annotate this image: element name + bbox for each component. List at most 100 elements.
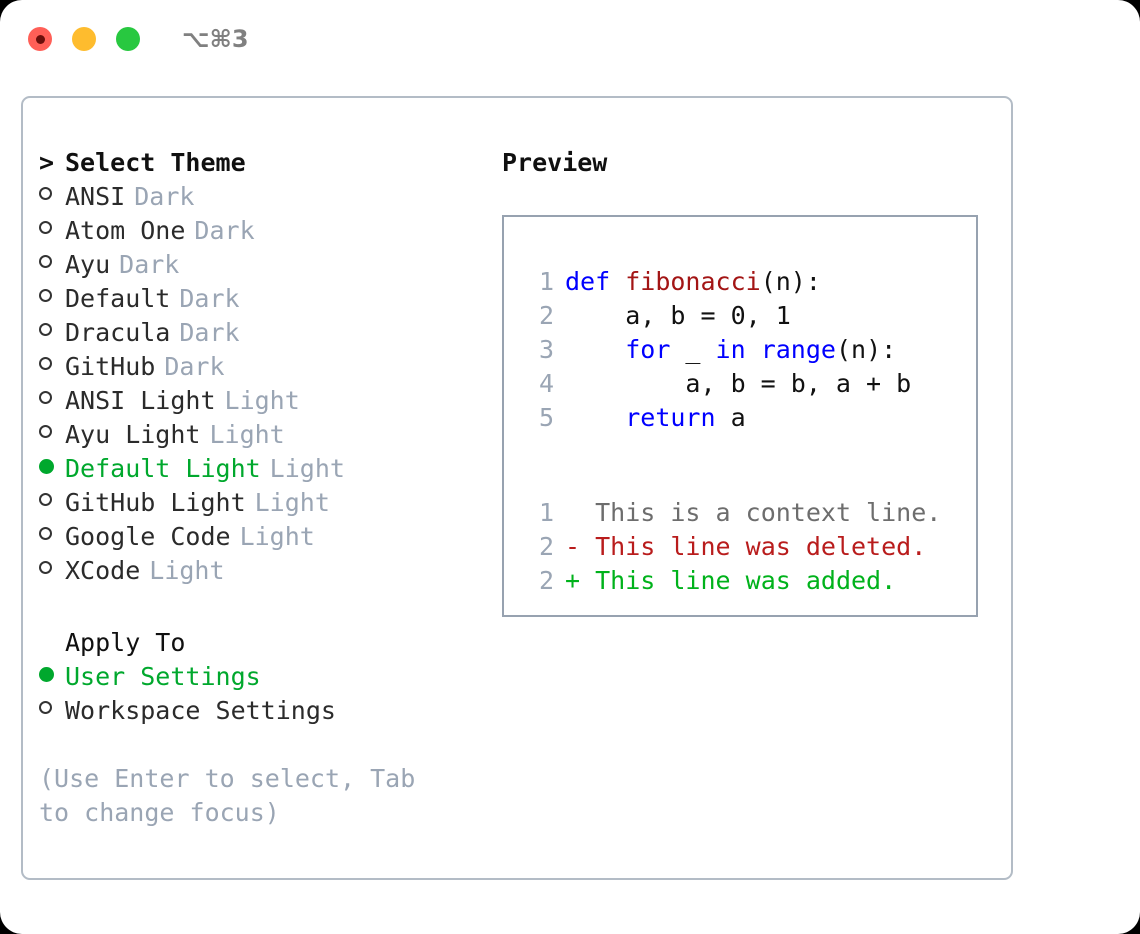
diff-text bbox=[580, 496, 595, 530]
theme-category: Dark bbox=[164, 352, 225, 381]
theme-category: Light bbox=[239, 522, 315, 551]
theme-name: Dracula bbox=[65, 318, 171, 347]
minimize-window-button[interactable] bbox=[72, 27, 96, 51]
focus-marker-icon: > bbox=[39, 148, 55, 177]
code-token: range bbox=[760, 335, 836, 364]
theme-category: Light bbox=[254, 488, 330, 517]
apply-to-item-user-settings[interactable]: User Settings bbox=[39, 660, 499, 694]
theme-name: ANSI bbox=[65, 182, 126, 211]
diff-text: This is a context line. bbox=[595, 498, 942, 527]
code-token bbox=[565, 335, 625, 364]
diff-sign: + bbox=[565, 566, 581, 595]
diff-sign bbox=[565, 496, 580, 530]
line-number: 1 bbox=[538, 498, 554, 527]
theme-category: Dark bbox=[119, 250, 180, 279]
select-theme-title: Select Theme bbox=[65, 148, 246, 177]
title-bar: ⌥⌘3 bbox=[0, 0, 1140, 78]
apply-to-header: Apply To bbox=[39, 626, 499, 660]
theme-name: Google Code bbox=[65, 522, 231, 551]
code-line: 5 return a bbox=[522, 401, 976, 435]
diff-line-added: 2 + This line was added. bbox=[522, 564, 976, 598]
code-line: 2 a, b = 0, 1 bbox=[522, 299, 976, 333]
apply-to-marker bbox=[39, 626, 65, 660]
code-token: return bbox=[625, 403, 716, 432]
theme-name: Atom One bbox=[65, 216, 186, 245]
help-hint-text: (Use Enter to select, Tab to change focu… bbox=[39, 764, 431, 827]
theme-name: XCode bbox=[65, 556, 141, 585]
theme-name: Ayu Light bbox=[65, 420, 201, 449]
line-number: 2 bbox=[538, 301, 554, 330]
code-token bbox=[565, 403, 625, 432]
theme-name: GitHub bbox=[65, 352, 156, 381]
code-line: 4 a, b = b, a + b bbox=[522, 367, 976, 401]
theme-category: Light bbox=[269, 454, 345, 483]
theme-name: ANSI Light bbox=[65, 386, 216, 415]
code-token bbox=[746, 335, 761, 364]
theme-item-github-dark[interactable]: GitHub Dark bbox=[39, 350, 499, 384]
theme-item-ayu-light[interactable]: Ayu Light Light bbox=[39, 418, 499, 452]
line-number: 4 bbox=[538, 369, 554, 398]
diff-line-context: 1 This is a context line. bbox=[522, 496, 976, 530]
diff-text bbox=[580, 564, 595, 598]
theme-item-ansi-dark[interactable]: ANSI Dark bbox=[39, 180, 499, 214]
theme-item-github-light[interactable]: GitHub Light Light bbox=[39, 486, 499, 520]
theme-item-default-light[interactable]: Default Light Light bbox=[39, 452, 499, 486]
section-spacer bbox=[39, 588, 499, 626]
apply-to-label: User Settings bbox=[65, 662, 261, 691]
close-icon bbox=[35, 34, 45, 44]
keyboard-shortcut-label: ⌥⌘3 bbox=[182, 25, 249, 53]
theme-category: Dark bbox=[194, 216, 255, 245]
diff-spacer bbox=[522, 435, 976, 496]
line-number: 2 bbox=[538, 532, 554, 561]
maximize-window-button[interactable] bbox=[116, 27, 140, 51]
apply-to-title: Apply To bbox=[65, 628, 186, 657]
code-token: for bbox=[625, 335, 671, 364]
theme-category: Dark bbox=[134, 182, 195, 211]
theme-item-xcode[interactable]: XCode Light bbox=[39, 554, 499, 588]
code-token: (n): bbox=[835, 335, 897, 364]
diff-line-deleted: 2- This line was deleted. bbox=[522, 530, 976, 564]
code-token: _ bbox=[670, 335, 716, 364]
theme-category: Light bbox=[209, 420, 285, 449]
preview-title: Preview bbox=[502, 148, 608, 177]
apply-to-item-workspace-settings[interactable]: Workspace Settings bbox=[39, 694, 499, 728]
diff-text: This line was added. bbox=[595, 566, 897, 595]
theme-name: Default Light bbox=[65, 454, 261, 483]
line-number: 5 bbox=[538, 403, 554, 432]
line-number: 2 bbox=[538, 566, 554, 595]
close-window-button[interactable] bbox=[28, 27, 52, 51]
theme-item-ansi-light[interactable]: ANSI Light Light bbox=[39, 384, 499, 418]
theme-name: Default bbox=[65, 284, 171, 313]
code-token: in bbox=[715, 335, 746, 364]
code-token: (n): bbox=[760, 267, 821, 296]
code-token: def bbox=[565, 267, 626, 296]
code-token: a, b = 0, 1 bbox=[565, 301, 791, 330]
line-number: 3 bbox=[538, 335, 554, 364]
theme-category: Dark bbox=[179, 284, 240, 313]
theme-category: Light bbox=[224, 386, 300, 415]
code-line: 3 for _ in range(n): bbox=[522, 333, 976, 367]
diff-sign: - bbox=[565, 532, 581, 561]
code-token: a bbox=[715, 403, 746, 432]
diff-text bbox=[580, 530, 595, 564]
code-token: fibonacci bbox=[625, 267, 761, 296]
theme-name: GitHub Light bbox=[65, 488, 246, 517]
select-theme-header: > Select Theme bbox=[39, 146, 499, 180]
theme-item-google-code[interactable]: Google Code Light bbox=[39, 520, 499, 554]
theme-item-atom-one-dark[interactable]: Atom One Dark bbox=[39, 214, 499, 248]
traffic-lights bbox=[28, 27, 140, 51]
code-line: 1 def fibonacci(n): bbox=[522, 265, 976, 299]
line-number: 1 bbox=[538, 267, 554, 296]
theme-item-dracula-dark[interactable]: Dracula Dark bbox=[39, 316, 499, 350]
apply-to-label: Workspace Settings bbox=[65, 696, 336, 725]
theme-item-default-dark[interactable]: Default Dark bbox=[39, 282, 499, 316]
theme-category: Dark bbox=[179, 318, 240, 347]
code-token: a, b = b, a + b bbox=[565, 369, 912, 398]
theme-category: Light bbox=[149, 556, 225, 585]
